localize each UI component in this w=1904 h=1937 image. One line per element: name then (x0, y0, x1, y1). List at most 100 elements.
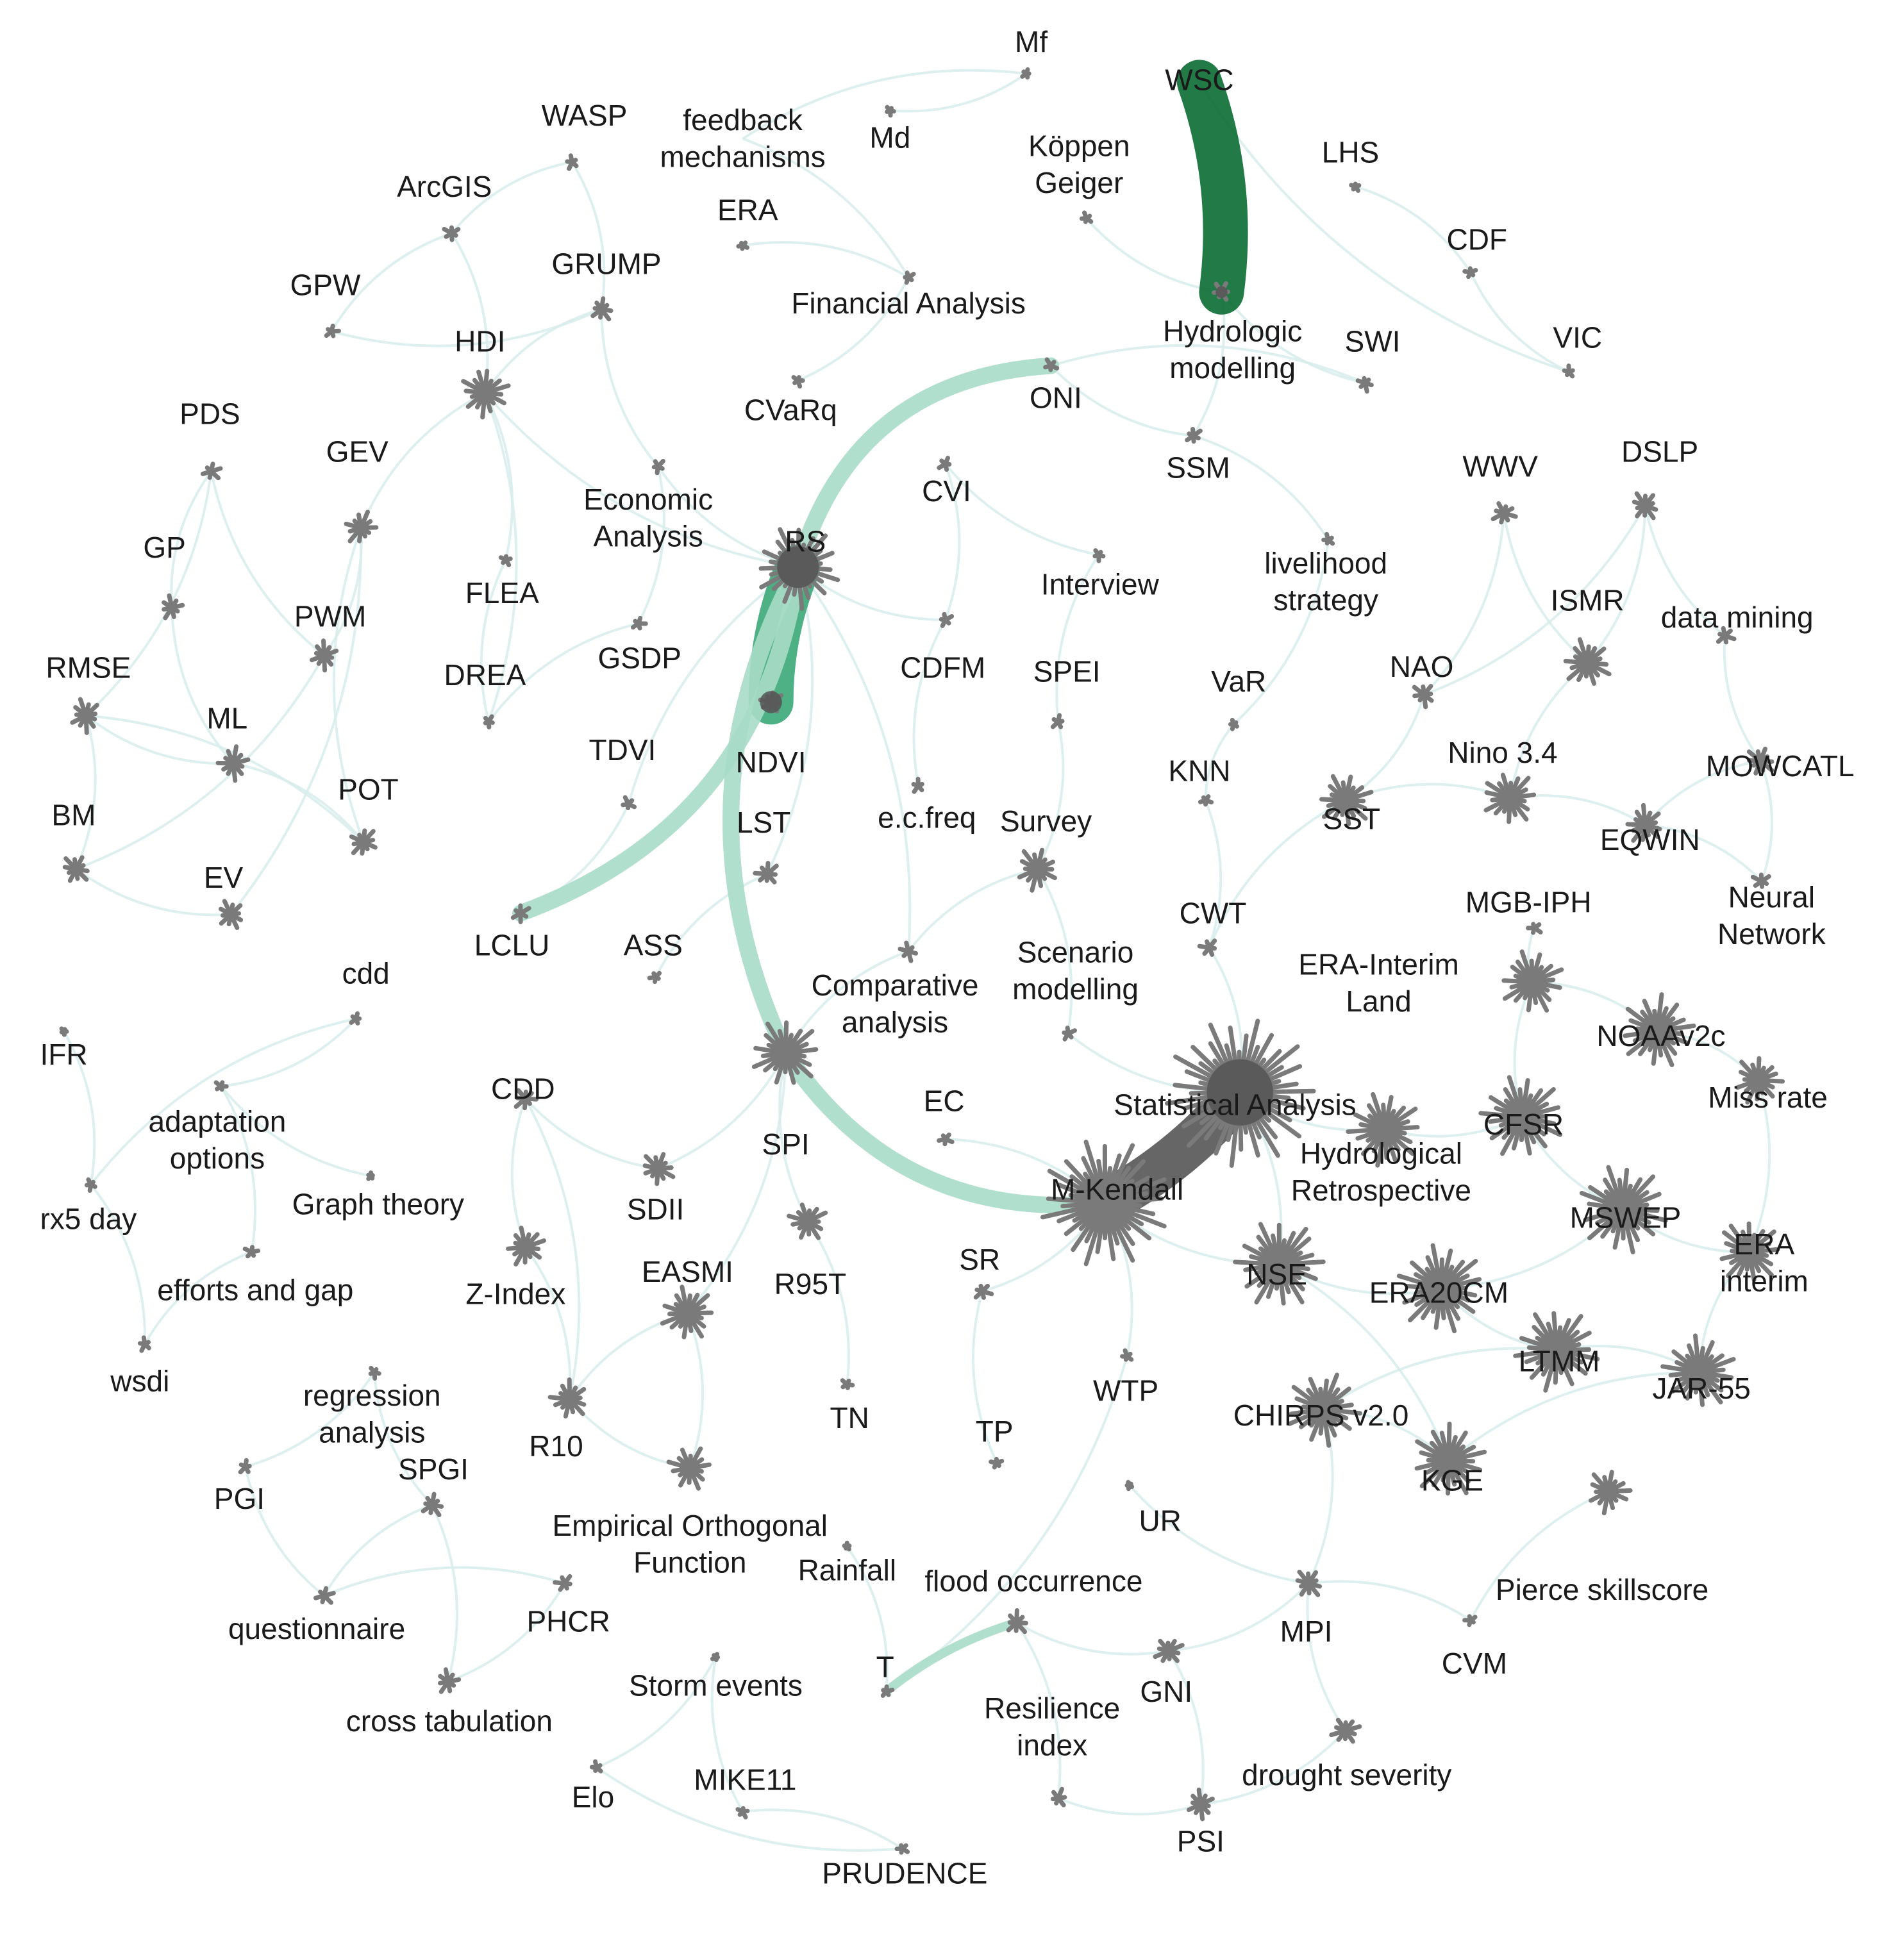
node-LTMM (1513, 1311, 1600, 1393)
label-ASS: ASS (624, 929, 683, 962)
edge-DSLP-NAO (1423, 504, 1646, 696)
node-Survey (1017, 847, 1057, 893)
label-PGI: PGI (214, 1482, 265, 1515)
node-DSLP (1632, 491, 1658, 520)
label-WWV: WWV (1462, 450, 1538, 483)
node-CHIRPS (1287, 1372, 1362, 1448)
label-POT: POT (338, 772, 399, 806)
label-NOAAv2c: NOAAv2c (1596, 1019, 1725, 1052)
strong-edge-flood-T (881, 1618, 1021, 1696)
node-WWV (1491, 501, 1518, 525)
label-PRUDENCE: PRUDENCE (822, 1856, 987, 1890)
node-cdd (349, 1011, 362, 1026)
node-CVI (937, 455, 952, 472)
node-MIKE11 (735, 1806, 750, 1820)
label-MSWEP: MSWEP (1570, 1201, 1682, 1235)
label-SSM: SSM (1166, 451, 1230, 485)
node-GP (162, 593, 185, 620)
node-ERAInterimLand (1501, 949, 1564, 1013)
edge-datamining-MOWCATL (1723, 635, 1762, 762)
edge-MPI-drought (1306, 1583, 1347, 1732)
label-Interview: Interview (1041, 568, 1160, 601)
edge-Elo-PRUDENCE (596, 1766, 903, 1852)
edge-Mf-feedback (742, 69, 1027, 140)
label-datamining: data mining (1661, 601, 1814, 634)
edge-crosstab-PHCR (447, 1583, 566, 1683)
edge-Resilience-PSI (1057, 1797, 1201, 1816)
node-Scenario (1062, 1026, 1078, 1042)
node-T (880, 1684, 895, 1698)
edge-VaR-KNN (1204, 723, 1235, 801)
edge-WTP-T (885, 1356, 1128, 1693)
edge-IFR-rx5 (62, 1030, 96, 1185)
edge-livelihood-VaR (1233, 540, 1330, 726)
label-HDI: HDI (455, 324, 505, 358)
label-Missrate: Miss rate (1708, 1081, 1828, 1114)
edge-GNI-PSI (1167, 1650, 1205, 1805)
label-GNI: GNI (1140, 1675, 1192, 1708)
node-EQWIN (1625, 802, 1662, 843)
edge-RS-LST (766, 567, 814, 875)
node-ERAInterim (1719, 1221, 1780, 1283)
label-JAR55: JAR-55 (1652, 1372, 1750, 1405)
label-SPI: SPI (762, 1127, 810, 1161)
node-MOWCATL (1746, 746, 1775, 776)
node-PRUDENCE (894, 1843, 910, 1855)
label-StatAn: Statistical Analysis (1114, 1088, 1356, 1121)
node-R10 (547, 1377, 587, 1419)
label-efforts: efforts and gap (157, 1274, 353, 1307)
edge-LHS-CDF (1355, 185, 1472, 274)
label-ZIndex: Z-Index (465, 1277, 565, 1310)
edge-Storm-Elo (596, 1656, 717, 1769)
edge-HDI-RS (483, 392, 799, 569)
label-DREA: DREA (444, 658, 526, 692)
label-BM: BM (51, 799, 96, 832)
edge-ONI-SSM (1049, 365, 1194, 437)
node-drought (1329, 1717, 1362, 1744)
edge-CDF-VIC (1469, 272, 1570, 374)
edge-HDI-GEV (360, 392, 486, 529)
edge-Pierce-CVM (1469, 1490, 1609, 1621)
edge-NSE-KGE (1278, 1263, 1450, 1461)
node-FinAn (903, 270, 916, 285)
node-layer (59, 67, 1785, 1855)
label-ERA20CM: ERA20CM (1369, 1276, 1508, 1309)
label-UR: UR (1139, 1504, 1181, 1538)
node-ONI (1043, 357, 1060, 372)
edge-drought-PSI (1200, 1729, 1347, 1806)
edge-WASP-GRUMP (571, 161, 606, 310)
label-R95T: R95T (774, 1267, 846, 1301)
node-CWT (1197, 938, 1217, 957)
edge-SPGI-questionnaire (322, 1503, 433, 1597)
edge-BM-EV (75, 868, 231, 917)
node-SST (1319, 774, 1374, 827)
label-VaR: VaR (1211, 665, 1266, 698)
edge-adaptation-Graph (220, 1085, 371, 1177)
strong-edge-RS-LCLU (512, 558, 806, 922)
edge-MPI-CVM (1308, 1580, 1472, 1622)
label-T: T (876, 1650, 894, 1684)
node-rx5 (84, 1177, 97, 1193)
node-Mf (1020, 67, 1031, 80)
node-regression (368, 1365, 381, 1381)
label-LHS: LHS (1322, 135, 1379, 169)
label-LST: LST (737, 806, 790, 839)
edge-ONI-SWI (1050, 344, 1366, 385)
label-CDD: CDD (491, 1072, 555, 1106)
node-ISMR (1563, 637, 1612, 686)
node-EASMI (660, 1284, 714, 1340)
edge-DSLP-datamining (1644, 505, 1726, 637)
node-efforts (242, 1245, 261, 1259)
label-Graph: Graph theory (292, 1188, 464, 1221)
label-ISMR: ISMR (1551, 583, 1624, 617)
label-RS: RS (785, 525, 826, 558)
label-TP: TP (976, 1415, 1014, 1448)
edge-GRUMP-GPW (331, 308, 603, 347)
node-CDD (514, 1088, 539, 1111)
edge-WWV-NAO (1423, 513, 1505, 696)
node-MKendall (1040, 1140, 1167, 1267)
